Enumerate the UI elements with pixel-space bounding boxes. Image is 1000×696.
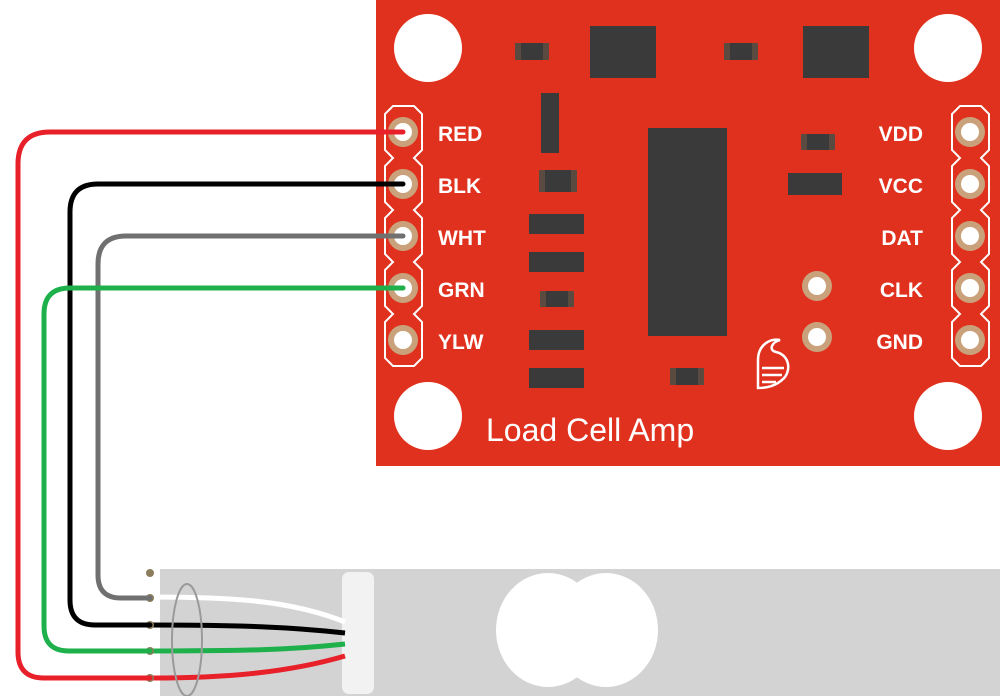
res-top-2-body: [730, 43, 752, 60]
load-cell-wire-red: [149, 653, 346, 681]
wire-green: [41, 285, 406, 654]
wire-red: [15, 129, 406, 681]
pad-ylw-hole: [394, 331, 412, 349]
load-cell-hole-right: [554, 573, 658, 687]
wires: [15, 129, 406, 681]
chip-top-left: [590, 26, 656, 78]
cap-c2: [529, 252, 584, 272]
cap-c1: [529, 214, 584, 234]
cable-ring: [171, 583, 203, 696]
res-r1-body: [545, 170, 571, 192]
wire-white: [95, 233, 406, 601]
pin-label-wht: WHT: [438, 227, 486, 250]
pin-label-dat: DAT: [881, 227, 923, 250]
pad-gnd-hole: [961, 331, 979, 349]
res-r3-body: [807, 134, 829, 150]
load-cell-wire-green: [149, 641, 346, 654]
right-header: [951, 105, 990, 367]
flame-logo: [756, 338, 790, 390]
right-header-outline: [951, 105, 990, 367]
left-header-outline: [384, 105, 423, 367]
small-resistors: [515, 43, 835, 385]
pin-label-ylw: YLW: [438, 331, 484, 354]
pad-vdd-hole: [961, 123, 979, 141]
mounting-hole-tr: [914, 14, 982, 82]
pin-label-vcc: VCC: [879, 175, 923, 198]
terminal-stub-1: [146, 569, 154, 577]
pin-label-clk: CLK: [880, 279, 923, 302]
load-cell-wire-black: [149, 622, 346, 636]
cap-c3: [529, 330, 584, 350]
load-cell-wire-white: [149, 594, 346, 625]
pin-label-red: RED: [438, 123, 482, 146]
cap-c4: [529, 368, 584, 388]
res-r4-body: [676, 368, 698, 385]
mounting-hole-bl: [394, 382, 462, 450]
load-cell-amp-board: RED BLK WHT GRN YLW VDD VCC DAT CLK GND …: [376, 0, 1000, 466]
vias: [802, 271, 832, 352]
pin-label-blk: BLK: [438, 175, 481, 198]
load-cell-cable-clamp: [342, 572, 374, 694]
smd-components: [529, 26, 869, 388]
board-title: Load Cell Amp: [486, 412, 694, 448]
via-1-hole: [808, 277, 826, 295]
big-smd-right: [788, 173, 842, 195]
res-top-1-body: [521, 43, 543, 60]
wire-black: [67, 181, 406, 628]
pin-label-gnd: GND: [876, 331, 923, 354]
chip-top-right: [803, 26, 869, 78]
pad-clk-hole: [961, 279, 979, 297]
vertical-component: [541, 93, 559, 153]
mounting-hole-tl: [394, 14, 462, 82]
res-r2-body: [546, 291, 568, 307]
pin-label-vdd: VDD: [879, 123, 923, 146]
pad-vcc-hole: [961, 175, 979, 193]
pin-label-grn: GRN: [438, 279, 485, 302]
main-ic: [648, 128, 727, 336]
load-cell: [146, 569, 1000, 696]
pad-dat-hole: [961, 227, 979, 245]
mounting-hole-br: [914, 382, 982, 450]
via-2-hole: [808, 328, 826, 346]
